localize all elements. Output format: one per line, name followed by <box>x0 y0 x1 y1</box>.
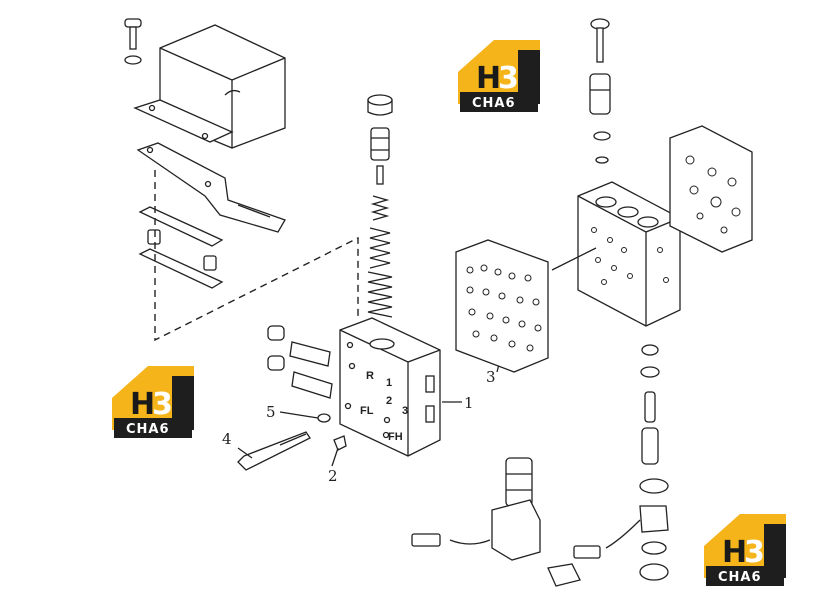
callout-1: 1 <box>464 394 474 412</box>
washer <box>124 55 142 65</box>
valve-body: R 1 2 3 FL FH <box>339 317 441 457</box>
logo-top-letter: H <box>476 61 501 96</box>
port-label-2: 2 <box>386 395 392 407</box>
large-spring <box>367 271 393 318</box>
watermark-logo-left: H 3 CHA6 <box>112 366 194 438</box>
port-label-fl: FL <box>360 405 374 417</box>
gasket-lower <box>138 248 224 289</box>
logo-left-letter: H <box>130 387 155 422</box>
port-label-1: 1 <box>386 377 392 389</box>
spacer-left <box>147 229 161 245</box>
middle-spring <box>369 227 391 269</box>
logo-left-word: CHA6 <box>126 422 170 437</box>
bolt-4 <box>237 431 311 471</box>
screw-head <box>124 18 142 28</box>
logo-top-word: CHA6 <box>472 96 516 111</box>
spool-stack <box>367 94 393 318</box>
solenoid-coil <box>411 457 581 587</box>
port-label-r: R <box>366 370 374 382</box>
screw-2 <box>333 435 347 451</box>
screw-shank <box>129 26 137 50</box>
callout-5: 5 <box>266 403 276 421</box>
gasket-upper <box>138 206 224 247</box>
port-label-fh: FH <box>388 431 403 443</box>
pin <box>376 165 384 185</box>
gasket-plate <box>455 239 549 373</box>
solenoid-cover-assembly <box>124 18 359 342</box>
mounting-bracket <box>136 142 286 233</box>
watermark-logo-top: H 3 CHA6 <box>458 40 540 112</box>
callout-2: 2 <box>328 467 338 485</box>
callout-4: 4 <box>222 430 232 448</box>
logo-bottom-letter: H <box>722 535 747 570</box>
watermark-logo-bottom: H 3 CHA6 <box>704 514 786 586</box>
logo-left-digit: 3 <box>152 387 173 422</box>
base-plate <box>133 99 234 143</box>
port-label-3: 3 <box>402 405 408 417</box>
small-spring <box>370 195 390 221</box>
logo-top-digit: 3 <box>498 61 519 96</box>
washer-5 <box>317 413 331 423</box>
right-valve-assembly <box>551 18 753 581</box>
logo-bottom-digit: 3 <box>744 535 765 570</box>
callout-3: 3 <box>486 368 496 386</box>
logo-bottom-word: CHA6 <box>718 570 762 585</box>
spacer-right <box>203 255 217 271</box>
side-valves <box>267 325 333 399</box>
spool <box>370 127 390 161</box>
